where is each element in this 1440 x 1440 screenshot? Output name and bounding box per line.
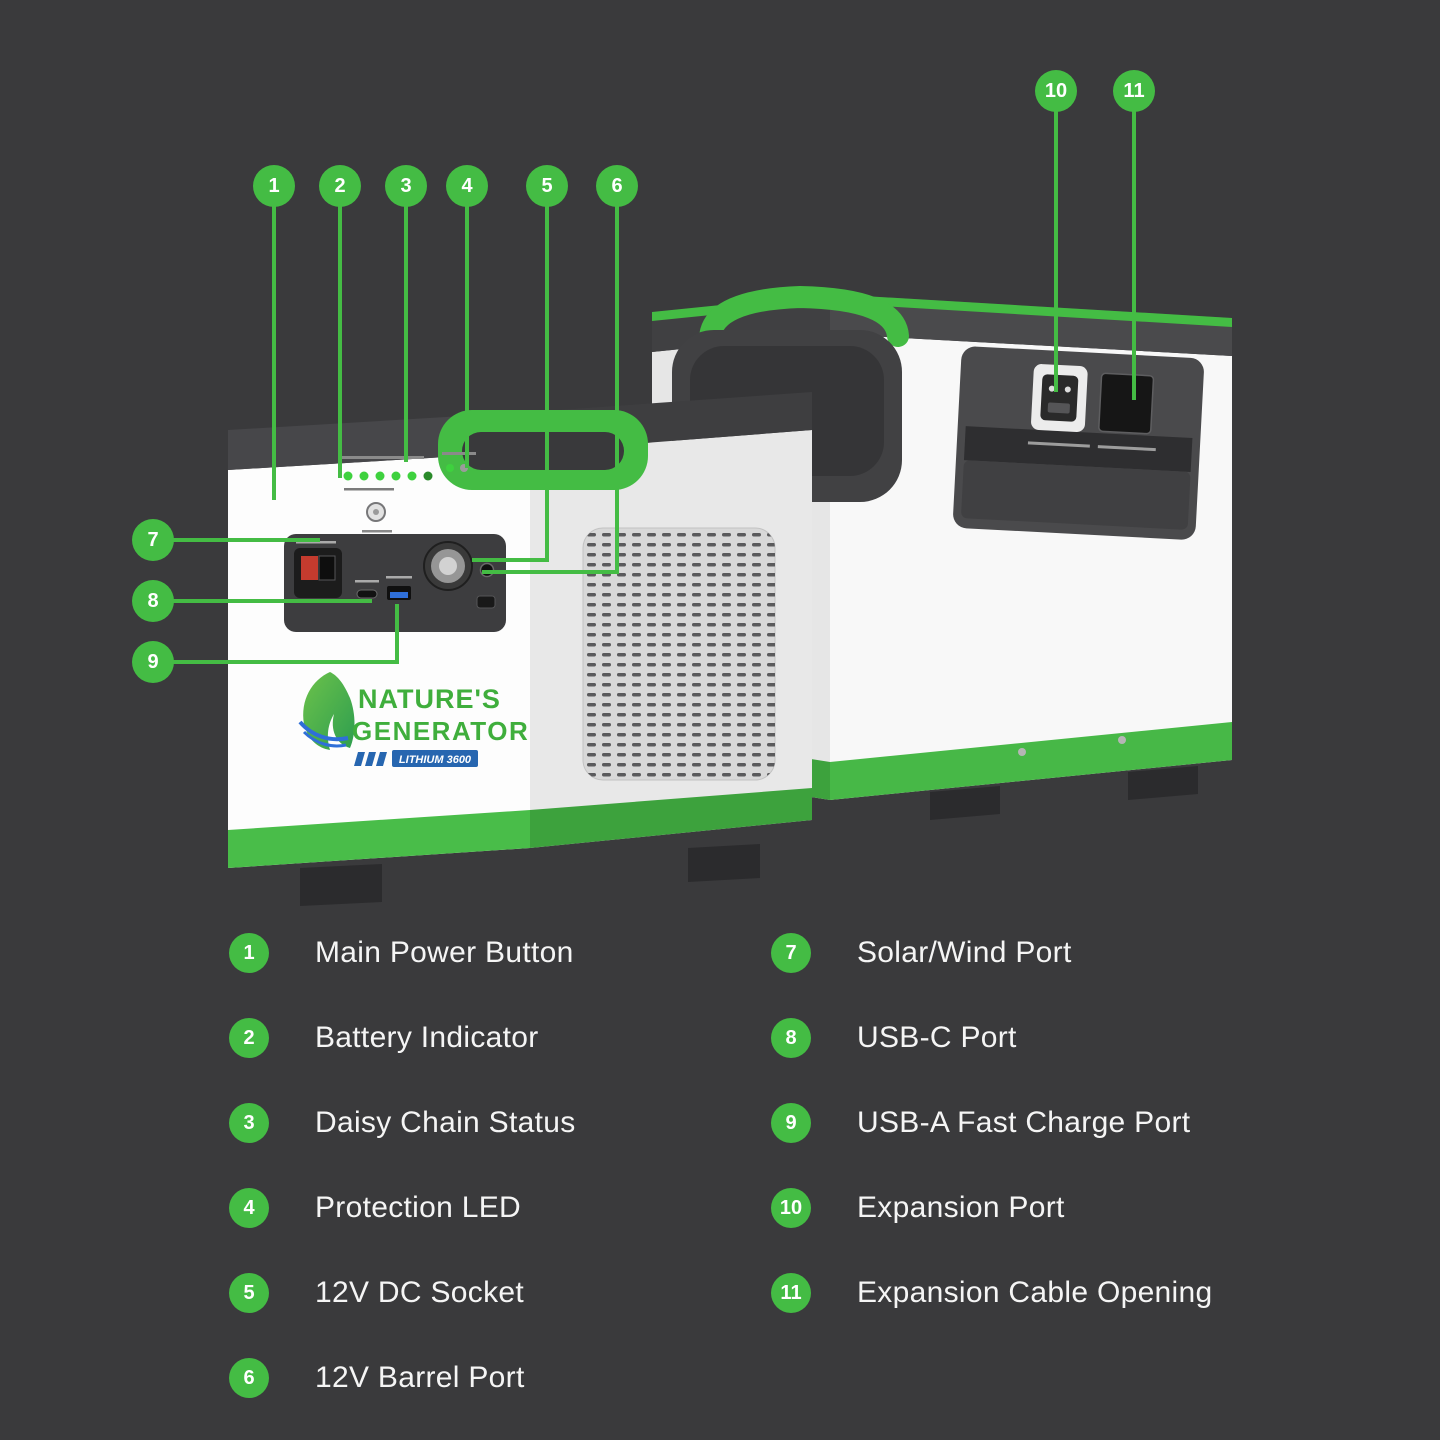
callout-marker-3: 3 <box>385 165 427 207</box>
front-unit-foot <box>688 844 760 882</box>
legend-label: Solar/Wind Port <box>857 936 1072 969</box>
main-power-button <box>362 502 392 533</box>
battery-indicator-leds <box>342 456 433 491</box>
front-unit-foot <box>300 864 382 906</box>
dc-socket-knob <box>423 541 473 591</box>
legend-number-badge: 3 <box>229 1103 269 1143</box>
logo-slash <box>365 752 376 766</box>
port-label-line <box>1097 445 1156 452</box>
legend-label: Main Power Button <box>315 936 574 969</box>
legend-row: 3 Daisy Chain Status <box>229 1103 576 1143</box>
brand-logo: NATURE'S GENERATOR LITHIUM 3600 <box>298 672 529 767</box>
model-bar <box>392 750 478 767</box>
legend-column-left: 1 Main Power Button 2 Battery Indicator … <box>229 933 576 1398</box>
legend-row: 11 Expansion Cable Opening <box>771 1273 1212 1313</box>
callout-marker-7: 7 <box>132 519 174 561</box>
legend-row: 4 Protection LED <box>229 1188 576 1228</box>
daisy-chain-protection-leds <box>442 452 476 472</box>
callout-marker-8: 8 <box>132 580 174 622</box>
usb-c-port <box>355 580 379 599</box>
legend-row: 7 Solar/Wind Port <box>771 933 1212 973</box>
front-unit-stripe-side <box>530 788 812 848</box>
back-unit-handle <box>699 285 909 349</box>
screw-dot <box>1118 736 1126 744</box>
screw-dot <box>1018 748 1026 756</box>
legend-number-badge: 1 <box>229 933 269 973</box>
legend-number-badge: 4 <box>229 1188 269 1228</box>
legend-number-badge: 2 <box>229 1018 269 1058</box>
legend-number-badge: 10 <box>771 1188 811 1228</box>
callout-line-5 <box>472 186 549 562</box>
callout-line-6 <box>482 186 619 574</box>
port-label-line <box>1027 441 1090 448</box>
expansion-port-pin <box>1064 386 1071 393</box>
brand-name-line2: GENERATOR <box>352 716 529 746</box>
legend-number-badge: 5 <box>229 1273 269 1313</box>
front-ports-panel <box>284 534 506 632</box>
callout-marker-1: 1 <box>253 165 295 207</box>
front-unit-handle-grip-hole <box>462 432 624 470</box>
back-unit-foot <box>1128 766 1198 800</box>
logo-slash <box>376 752 387 766</box>
front-unit-stripe-front <box>228 810 530 868</box>
legend-number-badge: 9 <box>771 1103 811 1143</box>
leaf-water-swoosh <box>298 720 349 742</box>
expansion-port-pin <box>1048 385 1055 392</box>
legend-label: Expansion Cable Opening <box>857 1276 1213 1309</box>
callout-marker-5: 5 <box>526 165 568 207</box>
usb-a-port <box>386 576 412 600</box>
legend-label: 12V Barrel Port <box>315 1361 525 1394</box>
legend-number-badge: 8 <box>771 1018 811 1058</box>
legend-label: 12V DC Socket <box>315 1276 524 1309</box>
legend-number-badge: 6 <box>229 1358 269 1398</box>
expansion-panel-shelf <box>963 426 1193 472</box>
back-unit-stripe-rear <box>830 722 1232 800</box>
legend-label: USB-A Fast Charge Port <box>857 1106 1191 1139</box>
callout-lines <box>153 91 1136 664</box>
callout-marker-10: 10 <box>1035 70 1077 112</box>
legend-row: 2 Battery Indicator <box>229 1018 576 1058</box>
legend-row: 6 12V Barrel Port <box>229 1358 576 1398</box>
legend-label: Battery Indicator <box>315 1021 539 1054</box>
dc-switch <box>476 595 496 609</box>
generator-front-view: NATURE'S GENERATOR LITHIUM 3600 <box>228 392 812 906</box>
callout-marker-2: 2 <box>319 165 361 207</box>
legend-number-badge: 11 <box>771 1273 811 1313</box>
legend-row: 10 Expansion Port <box>771 1188 1212 1228</box>
model-label: LITHIUM 3600 <box>399 754 472 766</box>
logo-slash <box>354 752 365 766</box>
legend-label: Expansion Port <box>857 1191 1065 1224</box>
callout-marker-11: 11 <box>1113 70 1155 112</box>
expansion-port-slot <box>1047 402 1070 414</box>
legend-row: 5 12V DC Socket <box>229 1273 576 1313</box>
legend-label: Daisy Chain Status <box>315 1106 576 1139</box>
legend-label: Protection LED <box>315 1191 521 1224</box>
back-unit-top-cap-rear <box>830 294 1232 356</box>
callout-line-9 <box>153 604 399 664</box>
vent-grille <box>583 528 775 780</box>
expansion-panel-lower <box>961 460 1191 530</box>
callout-marker-4: 4 <box>446 165 488 207</box>
leaf-water-swoosh <box>302 730 347 748</box>
expansion-cable-opening <box>1098 372 1155 435</box>
legend-number-badge: 7 <box>771 933 811 973</box>
back-unit-foot <box>930 786 1000 820</box>
solar-wind-port <box>294 541 342 598</box>
expansion-port-socket <box>1040 374 1079 422</box>
callout-marker-9: 9 <box>132 641 174 683</box>
brand-name-line1: NATURE'S <box>358 684 501 714</box>
legend-row: 1 Main Power Button <box>229 933 576 973</box>
legend-row: 8 USB-C Port <box>771 1018 1212 1058</box>
legend-column-right: 7 Solar/Wind Port 8 USB-C Port 9 USB-A F… <box>771 933 1212 1313</box>
legend-label: USB-C Port <box>857 1021 1017 1054</box>
callout-marker-6: 6 <box>596 165 638 207</box>
legend-row: 9 USB-A Fast Charge Port <box>771 1103 1212 1143</box>
leaf-icon <box>303 672 355 750</box>
